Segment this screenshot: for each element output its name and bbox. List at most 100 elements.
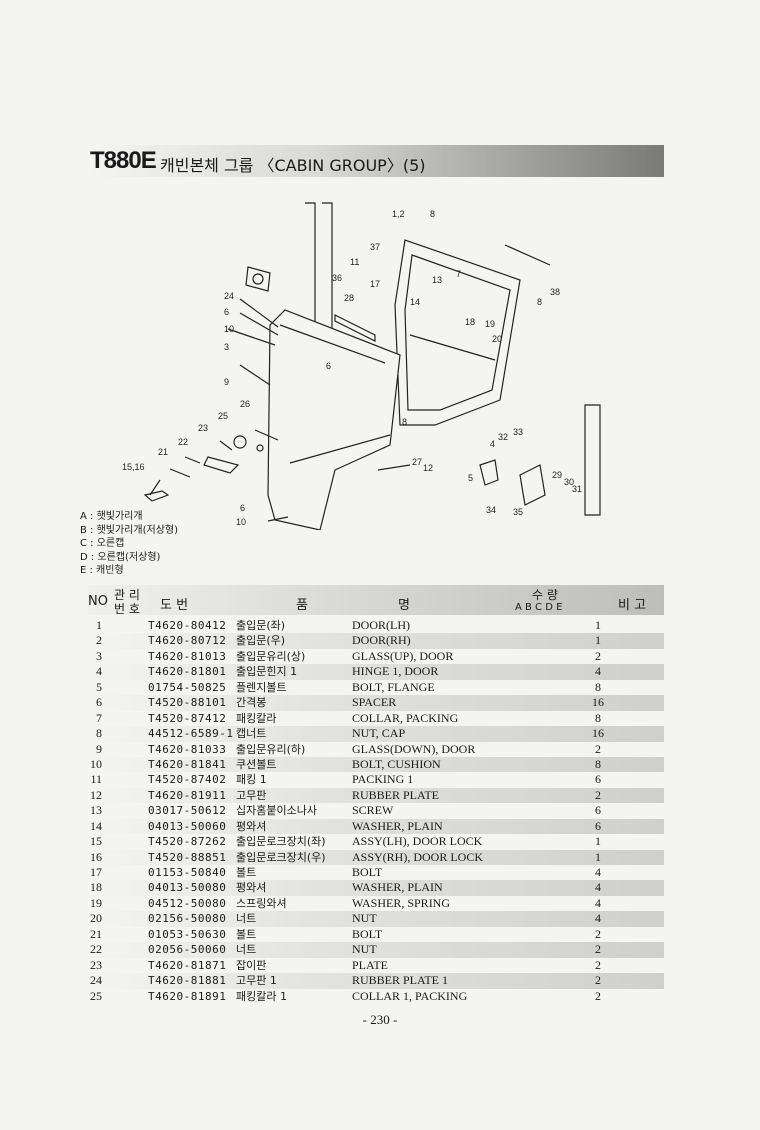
row-no: 23 [90,957,102,972]
header-qty-cols: A B C D E [515,602,563,613]
quantity: 1 [595,834,601,849]
legend-item: D : 오른캡(저상형) [80,551,161,563]
english-name: NUT [352,911,377,926]
part-number: T4520-88101 [148,696,227,710]
svg-text:23: 23 [198,423,208,433]
svg-text:19: 19 [485,319,495,329]
svg-text:1,2: 1,2 [392,209,405,219]
korean-name: 출입문유리(상) [236,649,306,663]
quantity: 2 [595,648,601,663]
part-number: T4620-81801 [148,665,227,679]
part-number: 02056-50060 [148,943,227,957]
part-number: T4620-81033 [148,742,227,756]
row-no: 7 [96,710,102,725]
svg-text:8: 8 [430,209,435,219]
korean-name: 너트 [236,943,257,957]
quantity: 6 [595,803,601,818]
svg-text:31: 31 [572,484,582,494]
legend-item: A : 햇빛가리개 [80,511,143,522]
english-name: WASHER, PLAIN [352,880,443,895]
quantity: 1 [595,849,601,864]
part-number: 04013-50080 [148,881,227,895]
quantity: 16 [592,695,604,710]
svg-text:25: 25 [218,411,228,421]
quantity: 2 [595,957,601,972]
row-no: 19 [90,895,102,910]
svg-text:29: 29 [552,470,562,480]
english-name: GLASS(DOWN), DOOR [352,741,476,756]
page-number: - 230 - [362,1012,398,1027]
english-name: ASSY(RH), DOOR LOCK [352,849,484,864]
row-no: 12 [90,787,102,802]
svg-text:9: 9 [224,377,229,387]
header-drawing: 도 번 [160,598,189,613]
svg-text:32: 32 [498,432,508,442]
svg-text:10: 10 [236,517,246,527]
svg-text:5: 5 [468,473,473,483]
english-name: BOLT [352,865,383,879]
row-no: 4 [96,664,102,679]
quantity: 6 [595,818,601,833]
quantity: 1 [595,618,601,632]
svg-text:33: 33 [513,427,523,437]
svg-text:6: 6 [224,307,229,317]
svg-text:36: 36 [332,273,342,283]
table-header [88,585,664,615]
svg-text:10: 10 [224,324,234,334]
korean-name: 출입문(우) [236,634,286,648]
svg-text:14: 14 [410,297,420,307]
svg-text:13: 13 [432,275,442,285]
part-number: T4520-87402 [148,773,227,787]
part-number: 44512-6589-1 [148,727,234,741]
quantity: 2 [595,741,601,756]
english-name: GLASS(UP), DOOR [352,648,454,663]
row-no: 21 [90,926,102,941]
english-name: RUBBER PLATE 1 [352,973,449,988]
row-no: 5 [96,679,102,694]
korean-name: 출입문로크장치(우) [236,850,326,864]
part-number: T4620-81881 [148,974,227,988]
korean-name: 출입문유리(하) [236,742,306,756]
quantity: 2 [595,787,601,802]
row-no: 24 [90,973,102,988]
quantity: 4 [595,895,601,910]
quantity: 2 [595,988,601,1003]
part-number: 01153-50840 [148,866,227,879]
korean-name: 볼트 [236,927,257,941]
row-no: 22 [90,942,102,957]
quantity: 8 [595,679,601,694]
svg-text:7: 7 [456,269,461,279]
korean-name: 평와셔 [236,819,267,833]
row-no: 11 [90,772,102,787]
svg-text:27: 27 [412,457,422,467]
english-name: NUT [352,942,377,957]
english-name: DOOR(LH) [352,618,410,632]
legend-item: E : 캐빈형 [80,565,124,576]
part-number: T4520-87262 [148,835,227,849]
svg-text:12: 12 [423,463,433,473]
svg-text:35: 35 [513,507,523,517]
korean-name: 출입문로크장치(좌) [236,835,326,849]
header-mgmt-bottom: 번 호 [114,602,140,616]
korean-name: 스프링와셔 [236,896,287,910]
quantity: 1 [595,633,601,648]
header-mgmt-top: 관 리 [114,588,140,602]
korean-name: 고무판 1 [236,974,277,988]
part-number: T4520-88851 [148,850,227,864]
korean-name: 쿠션볼트 [236,757,277,771]
svg-text:17: 17 [370,279,380,289]
english-name: COLLAR, PACKING [352,710,459,725]
svg-text:26: 26 [240,399,250,409]
part-number: T4620-81841 [148,757,227,771]
svg-text:11: 11 [350,257,359,267]
row-no: 10 [90,756,102,771]
